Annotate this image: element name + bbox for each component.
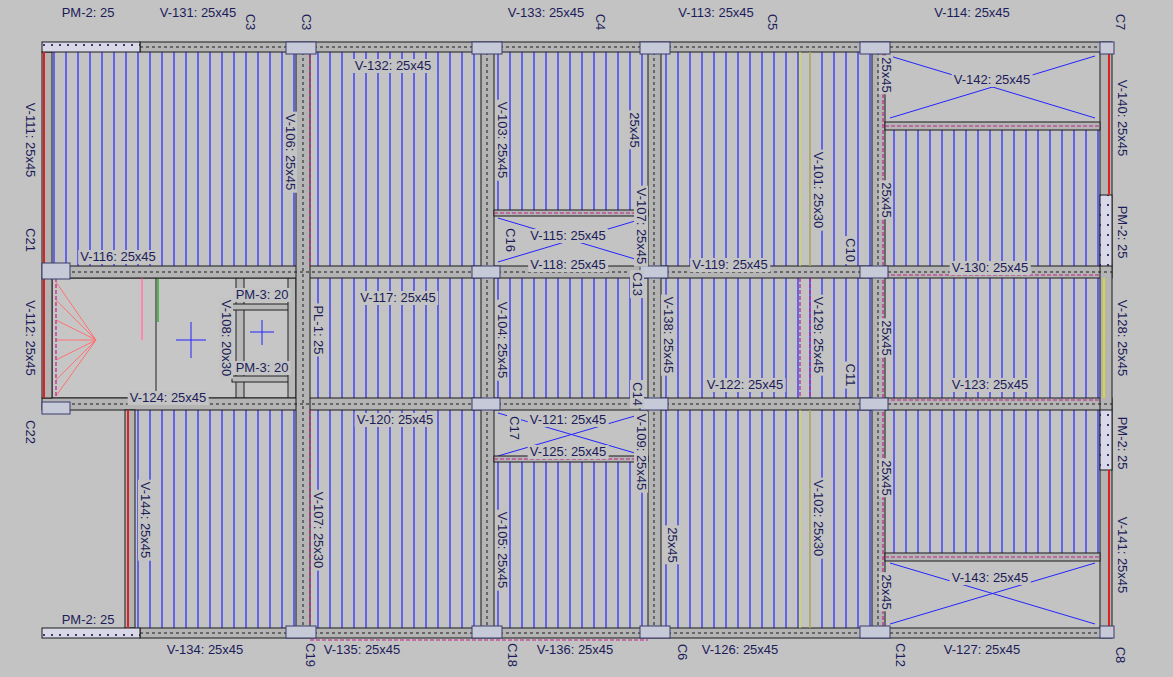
plan-label: V-126: 25x45 [700,643,781,657]
plan-label: V-107: 25x45 [634,186,648,267]
plan-label: 25x45 [879,458,893,497]
plan-label: V-104: 25x45 [495,300,509,381]
slab-ribs [52,52,1100,628]
plan-label: V-113: 25x45 [676,6,756,20]
plan-label: V-129: 25x45 [811,295,825,376]
plan-label: C6 [675,642,689,663]
plan-label: V-135: 25x45 [322,643,403,657]
plan-label: C11 [843,362,857,389]
plan-label: PM-2: 25 [1115,204,1129,261]
walls [42,42,1112,638]
plan-label: V-109: 25x45 [634,412,648,493]
columns [42,42,1114,638]
plan-label: 25x45 [879,318,893,357]
plan-label: V-144: 25x45 [138,480,152,561]
plan-label: V-130: 25x45 [950,261,1031,275]
plan-label: V-118: 25x45 [528,258,608,272]
plan-label: V-143: 25x45 [950,571,1031,585]
plan-label: V-120: 25x45 [355,413,436,427]
plan-label: V-122: 25x45 [705,378,786,392]
plan-label: C22 [23,418,37,446]
plan-label: C16 [503,226,517,254]
plan-label: V-125: 25x45 [528,445,609,459]
plan-label: V-128: 25x45 [1115,298,1129,379]
plan-label: C17 [507,414,521,442]
plan-label: V-141: 25x45 [1115,515,1129,596]
plan-label: PM-2: 25 [1115,415,1129,472]
plan-label: V-115: 25x45 [528,229,608,243]
plan-label: V-106: 25x45 [283,112,297,193]
plan-label: C3 [299,12,313,33]
plan-label: V-119: 25x45 [690,258,770,272]
plan-label: V-111: 25x45 [23,101,37,180]
plan-label: C4 [593,12,607,33]
plan-label: PM-3: 20 [234,288,291,302]
plan-label: PM-2: 25 [60,6,117,20]
plan-label: PM-3: 20 [234,361,291,375]
beams [42,42,1112,638]
plan-label: C19 [303,641,317,669]
plan-label: V-107: 25x30 [311,490,325,571]
plan-label: PM-2: 25 [60,613,117,627]
plan-label: V-102: 25x30 [811,478,825,559]
plan-label: C13 [630,270,644,298]
plan-label: V-116: 25x45 [78,250,158,264]
plan-label: V-123: 25x45 [950,378,1031,392]
plan-label: V-124: 25x45 [128,391,209,405]
plan-label: V-134: 25x45 [165,643,246,657]
stair-void [52,276,296,398]
beam-axes [42,47,1112,633]
plan-label: C3 [243,12,257,33]
plan-label: 25x45 [879,180,893,219]
plan-label: C8 [1113,645,1127,666]
plan-label: C21 [23,226,37,254]
solid-panels [498,56,1095,624]
plan-label: V-108: 20x30 [219,298,233,379]
plan-label: C7 [1113,12,1127,33]
plan-label: V-133: 25x45 [506,6,587,20]
plan-label: C14 [630,380,644,408]
plan-label: V-132: 25x45 [353,59,434,73]
plan-label: C10 [843,236,857,264]
plan-label: C5 [765,12,779,33]
plan-label: V-127: 25x45 [942,643,1023,657]
plan-label: C18 [505,641,519,669]
plan-label: 25x45 [627,110,641,149]
plan-label: V-136: 25x45 [535,643,616,657]
plan-label: V-138: 25x45 [661,295,675,376]
plan-label: V-114: 25x45 [932,6,1012,20]
plan-label: C12 [893,641,907,669]
plan-label: V-140: 25x45 [1115,78,1129,159]
plan-label: 25x45 [879,572,893,611]
plan-label: V-112: 25x45 [23,298,37,378]
plan-label: 25x45 [665,525,679,564]
plan-label: V-101: 25x30 [811,150,825,231]
plan-label: 25x45 [879,55,893,94]
plan-label: V-105: 25x45 [495,510,509,591]
edge-lines [44,52,1109,640]
plan-label: PL-1: 25 [311,303,325,356]
plan-label: V-142: 25x45 [952,73,1033,87]
plan-label: V-121: 25x45 [528,413,609,427]
plan-label: V-103: 25x45 [495,100,509,181]
plan-label: V-117: 25x45 [358,291,438,305]
plan-label: V-131: 25x45 [158,6,239,20]
